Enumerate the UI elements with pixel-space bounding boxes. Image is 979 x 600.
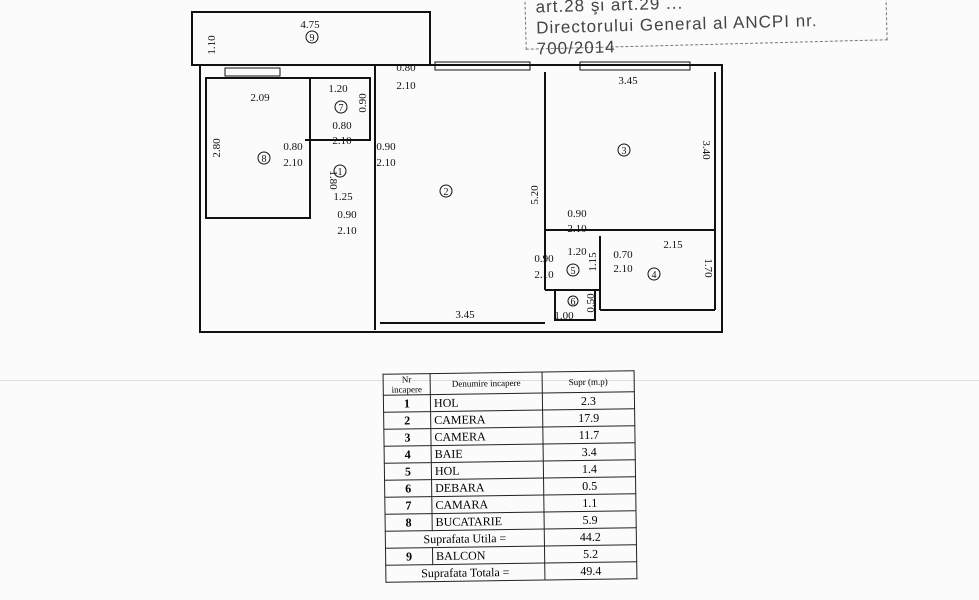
walls [191,11,723,333]
cell-name: CAMARA [431,495,544,514]
dim: 1.20 [567,246,587,258]
room-number: 1 [338,167,343,178]
dim: 0.90 [534,253,554,265]
windows [224,61,691,77]
dim: 1.20 [328,83,348,95]
header-nr: Nr incapere [383,373,431,396]
cell-nr: 3 [383,428,432,447]
dim: 3.40 [700,140,712,160]
dim: 0.80 [332,120,352,132]
dim: 4.75 [300,19,320,31]
dim: 0.90 [337,209,357,221]
dim: 2.10 [332,135,352,147]
cell-area: 1.1 [543,493,636,513]
room-number: 4 [652,270,657,281]
cell-name: BALCON [432,546,545,565]
room-markers: 1 2 3 4 5 6 7 8 9 [257,30,661,308]
room-number: 6 [571,297,576,308]
cell-name: CAMERA [430,427,544,446]
cell-area: 3.4 [543,442,636,462]
dim: 2.15 [663,239,683,251]
dim: 1.25 [333,191,353,203]
cell-nr: 1 [383,394,431,413]
cell-name: DEBARA [431,478,544,497]
cell-nr: 2 [383,411,431,430]
cell-nr: 5 [384,462,432,481]
cell-nr: 6 [384,479,432,498]
cell-area: 17.9 [542,408,635,428]
room-number: 9 [310,33,315,44]
useful-area-value: 44.2 [544,527,637,547]
dim: 1.70 [702,258,714,278]
dim: 2.10 [396,80,416,92]
dim: 0.90 [376,141,396,153]
cell-name: BUCATARIE [432,512,545,531]
room-number: 3 [622,146,627,157]
dim: 2.80 [211,138,223,158]
dim: 2.10 [376,157,396,169]
room-number: 8 [262,154,267,165]
room-number: 2 [444,187,449,198]
room-number: 7 [339,103,344,114]
dim: 1.10 [206,35,218,55]
rooms-table: Nr incapere Denumire incapere Supr (m.p)… [383,370,638,583]
total-area-label: Suprafata Totala = [385,563,545,583]
dimension-labels: 4.75 1.10 0.80 2.10 2.09 2.80 0.80 2.10 … [206,19,714,322]
cell-area: 5.9 [543,510,637,530]
cell-name: BAIE [431,444,544,463]
dim: 2.10 [534,269,554,281]
scan-line [0,380,979,381]
cell-area: 2.3 [542,391,635,411]
dim: 0.80 [283,141,303,153]
cell-area: 11.7 [542,425,636,445]
cell-name: HOL [431,461,544,480]
dim: 3.45 [455,309,475,321]
header-area: Supr (m.p) [542,370,635,394]
dim: 1.15 [587,252,599,272]
dim: 2.10 [283,157,303,169]
cell-area: 5.2 [544,544,637,564]
dim: 2.10 [567,223,587,235]
dim: 3.45 [618,75,638,87]
cell-name: CAMERA [430,410,543,429]
total-area-row: Suprafata Totala =49.4 [385,561,637,583]
dim: 0.90 [567,208,587,220]
dim: 0.70 [613,249,633,261]
header-name: Denumire incapere [430,372,543,395]
cell-nr: 9 [385,547,433,566]
dim: 1.00 [554,310,574,322]
cell-nr: 7 [384,496,433,515]
dim: 0.80 [396,62,416,74]
dim: 0.90 [357,93,369,113]
dim: 2.10 [613,263,633,275]
cell-area: 1.4 [543,459,636,479]
dim: 5.20 [529,185,541,205]
total-area-value: 49.4 [544,561,637,581]
dim: 2.10 [337,225,357,237]
dim: 2.09 [250,92,270,104]
cell-area: 0.5 [543,476,636,496]
room-number: 5 [571,266,576,277]
cell-name: HOL [430,393,543,412]
dim: 0.50 [585,293,597,313]
cell-nr: 8 [385,513,433,532]
cell-nr: 4 [384,445,432,464]
